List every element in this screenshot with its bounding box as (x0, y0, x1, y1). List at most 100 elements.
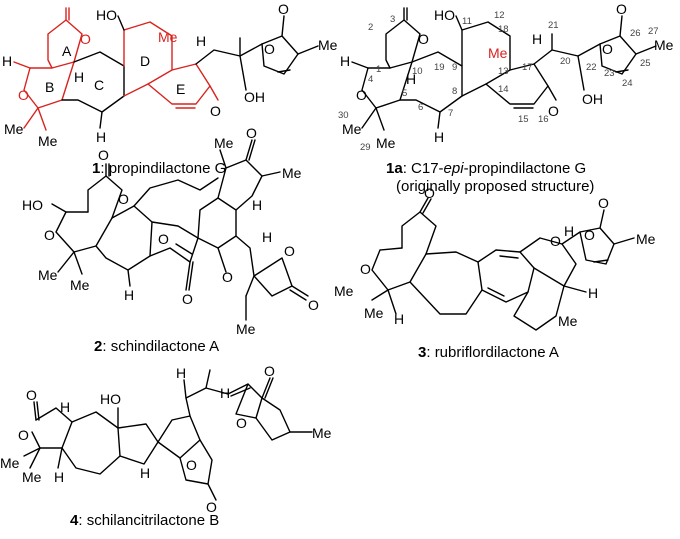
atom-o: O (424, 185, 435, 201)
ring-label-e: E (176, 81, 185, 97)
caption-1a: 1a: C17-epi-propindilactone G (386, 160, 587, 177)
atom-number: 18 (498, 24, 509, 35)
atom-h: H (262, 229, 272, 245)
atom-me: Me (4, 121, 24, 137)
atom-h: H (2, 53, 12, 69)
atom-o: O (186, 457, 197, 473)
atom-o: O (18, 427, 29, 443)
atom-h: H (176, 365, 186, 381)
atom-me: Me (654, 37, 674, 53)
atom-me: Me (318, 37, 338, 53)
atom-number: 26 (630, 28, 641, 39)
atom-number: 10 (412, 66, 423, 77)
atom-ho: HO (96, 7, 117, 23)
atom-number: 2 (368, 22, 373, 33)
ring-label-a: A (62, 43, 72, 59)
atom-number: 27 (648, 26, 659, 37)
atom-me: Me (364, 305, 384, 321)
atom-o: O (80, 31, 91, 47)
atom-number: 17 (522, 62, 533, 73)
atom-h: H (394, 311, 404, 327)
atom-h: H (340, 53, 350, 69)
atom-me: Me (376, 135, 396, 151)
atom-h: H (532, 31, 542, 47)
atom-me: Me (0, 455, 20, 471)
compound-number: 4 (70, 512, 79, 529)
atom-h: H (588, 285, 598, 301)
atom-number: 1 (376, 64, 381, 75)
compound-name: rubriflordilactone A (434, 344, 559, 361)
atom-h: H (220, 385, 230, 401)
atom-number: 8 (452, 86, 457, 97)
atom-o: O (182, 291, 193, 307)
compound-name: schindilactone A (110, 338, 220, 355)
atom-number: 3 (390, 14, 395, 25)
atom-oh: OH (244, 89, 265, 105)
atom-number: 15 (518, 114, 529, 125)
atom-o: O (98, 147, 109, 163)
atom-number: 21 (548, 20, 559, 31)
atom-me: Me (158, 29, 178, 45)
atom-o: O (264, 41, 275, 57)
ring-label-d: D (140, 53, 150, 69)
atom-number: 11 (462, 16, 472, 27)
atom-me: Me (38, 133, 58, 149)
atom-me: Me (282, 165, 302, 181)
atom-o: O (118, 191, 129, 207)
atom-me: Me (214, 135, 234, 151)
atom-me: Me (334, 283, 354, 299)
compound-number: 2 (94, 338, 103, 355)
atom-o: O (584, 227, 595, 243)
atom-oh: OH (582, 91, 603, 107)
atom-h: H (124, 287, 134, 303)
caption-1a-note: (originally proposed structure) (396, 178, 595, 195)
atom-o: O (278, 1, 289, 17)
atom-o: O (548, 103, 559, 119)
atom-o: O (210, 103, 221, 119)
atom-number: 19 (434, 62, 445, 73)
atom-o: O (236, 415, 247, 431)
atom-h: H (74, 69, 84, 85)
atom-o: O (616, 1, 627, 17)
structure-1a: H O O HO Me O OH O O Me Me Me H H H 1 2 … (338, 1, 674, 153)
caption-1: 1: propindilactone G (92, 160, 227, 177)
atom-h: H (54, 469, 64, 485)
compound-name-prefix: C17- (411, 160, 444, 177)
atom-o: O (418, 31, 429, 47)
atom-h: H (406, 71, 416, 87)
caption-2: 2: schindilactone A (94, 338, 220, 355)
structure-3: O O Me Me H O H H Me O O Me (334, 185, 656, 331)
atom-o: O (206, 499, 217, 515)
atom-o: O (18, 87, 29, 103)
atom-o: O (284, 243, 295, 259)
atom-me: Me (312, 425, 332, 441)
caption-3: 3: rubriflordilactone A (418, 344, 559, 361)
atom-number: 12 (494, 10, 505, 21)
compound-name: schilancitrilactone B (86, 512, 220, 529)
atom-number: 16 (538, 114, 549, 125)
atom-number: 23 (604, 68, 615, 79)
atom-h: H (60, 399, 70, 415)
atom-o: O (246, 125, 257, 141)
atom-me: Me (488, 45, 508, 61)
caption-4: 4: schilancitrilactone B (70, 512, 220, 529)
atom-o: O (264, 363, 275, 379)
atom-number: 24 (622, 78, 633, 89)
compound-number: 1a (386, 160, 403, 177)
atom-number: 6 (418, 102, 423, 113)
compound-name-suffix: -propindilactone G (463, 160, 587, 177)
structure-4: O O Me Me H H HO H O O H H O O Me (0, 363, 332, 515)
atom-o: O (602, 41, 613, 57)
atom-me: Me (22, 469, 42, 485)
atom-o: O (308, 297, 319, 313)
atom-me: Me (70, 277, 90, 293)
atom-number: 9 (452, 62, 457, 73)
atom-o: O (44, 227, 55, 243)
ring-label-b: B (45, 79, 54, 95)
atom-number: 5 (402, 88, 407, 99)
atom-o: O (158, 231, 169, 247)
atom-me: Me (558, 313, 578, 329)
structure-2: O O HO O Me Me H O O Me O Me H H O O O M… (22, 125, 319, 337)
